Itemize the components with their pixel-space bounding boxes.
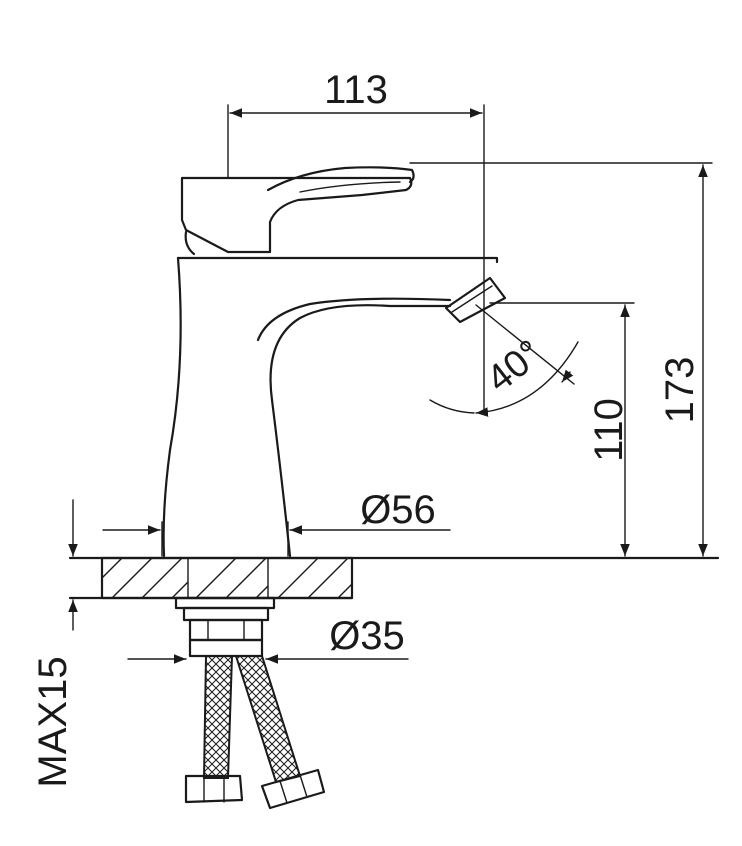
dimension-spout-reach: 113	[227, 68, 485, 413]
label-113: 113	[324, 68, 388, 112]
dimension-base-diameter: Ø56	[102, 488, 451, 557]
dimension-spout-height: 110	[489, 302, 635, 557]
mounting-deck	[68, 556, 720, 600]
dimension-spout-angle: 40°	[429, 304, 579, 417]
supply-hoses	[184, 655, 326, 810]
dimension-total-height: 173	[409, 162, 713, 557]
mounting-shank	[174, 596, 276, 658]
label-173: 173	[658, 357, 702, 424]
dimension-max-thickness: MAX15	[31, 499, 78, 788]
faucet-body	[162, 166, 507, 558]
label-110: 110	[587, 398, 631, 462]
label-40-degrees: 40°	[479, 332, 550, 400]
label-d35: Ø35	[329, 614, 405, 658]
label-max15: MAX15	[31, 656, 75, 787]
label-d56: Ø56	[360, 488, 436, 532]
dimension-shank-diameter: Ø35	[127, 614, 409, 664]
